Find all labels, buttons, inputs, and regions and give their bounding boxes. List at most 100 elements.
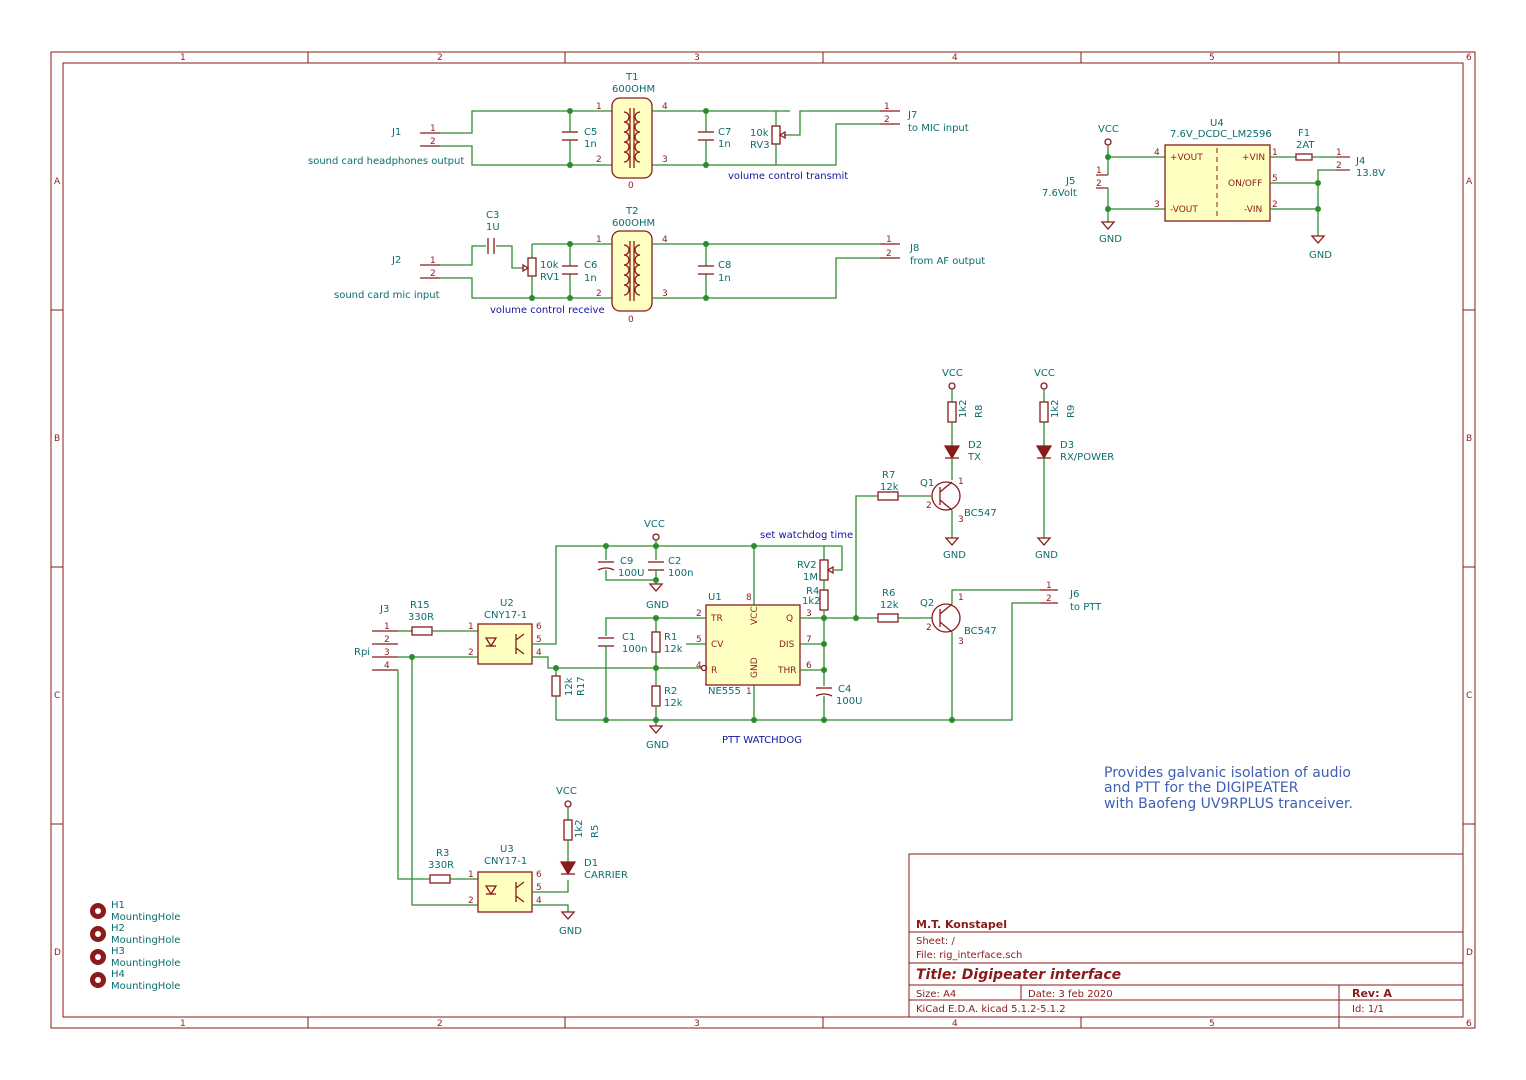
r1-ref: R1 — [664, 632, 677, 643]
svg-text:2: 2 — [884, 115, 890, 125]
svg-text:0: 0 — [628, 315, 634, 325]
svg-text:GND: GND — [943, 550, 966, 561]
revision: Rev: A — [1352, 987, 1392, 1000]
r5-resistor — [563, 819, 573, 841]
svg-text:GND: GND — [750, 657, 760, 678]
author: M.T. Konstapel — [916, 918, 1007, 931]
col-label: 5 — [1209, 53, 1215, 63]
col-label: 2 — [437, 53, 443, 63]
r2-val: 12k — [664, 698, 683, 709]
net-set-watchdog-time: set watchdog time — [760, 530, 853, 541]
u2-optocoupler — [477, 623, 533, 665]
svg-text:5: 5 — [536, 635, 542, 645]
r17-ref: R17 — [576, 676, 587, 696]
col-label: 1 — [180, 1019, 186, 1029]
j6-ref: J6 — [1069, 589, 1079, 600]
title-block: M.T. Konstapel Sheet: / File: rig_interf… — [908, 853, 1464, 1018]
tool-version: KiCad E.D.A. kicad 5.1.2-5.1.2 — [916, 1004, 1066, 1015]
svg-text:3: 3 — [958, 637, 964, 647]
u2-ref: U2 — [500, 598, 514, 609]
svg-text:and PTT for the DIGIPEATER: and PTT for the DIGIPEATER — [1104, 780, 1299, 796]
row-label: D — [54, 948, 61, 958]
r4-ref: R4 — [806, 586, 819, 597]
svg-text:1: 1 — [468, 870, 474, 880]
q2-transistor — [931, 603, 961, 633]
svg-text:1: 1 — [1096, 166, 1102, 176]
sheet-frame — [50, 51, 1476, 1029]
svg-text:2: 2 — [596, 155, 602, 165]
svg-text:VCC: VCC — [750, 606, 760, 625]
c4-val: 100U — [836, 696, 862, 707]
svg-text:VCC: VCC — [556, 786, 577, 797]
led-tx-section: VCC 1k2 R8 D2 TX GND Q1 BC547 123 R7 12k — [855, 368, 997, 618]
svg-text:with Baofeng UV9RPLUS tranceiv: with Baofeng UV9RPLUS tranceiver. — [1104, 796, 1353, 812]
svg-text:Q: Q — [786, 614, 793, 624]
r8-resistor — [947, 401, 957, 423]
svg-text:2: 2 — [468, 648, 474, 658]
svg-text:VCC: VCC — [1034, 368, 1055, 379]
r3-ref: R3 — [436, 848, 449, 859]
r7-val: 12k — [880, 482, 899, 493]
c9-ref: C9 — [620, 556, 633, 567]
svg-text:7: 7 — [806, 635, 812, 645]
col-label: 5 — [1209, 1019, 1215, 1029]
svg-text:2: 2 — [1336, 161, 1342, 171]
row-label: D — [1466, 948, 1473, 958]
svg-text:1: 1 — [1272, 148, 1278, 158]
c2-ref: C2 — [668, 556, 681, 567]
col-label: 3 — [694, 1019, 700, 1029]
q2-val: BC547 — [964, 626, 997, 637]
audio-transmit-section: J1 12 sound card headphones output C5 1n… — [308, 72, 969, 191]
svg-text:1: 1 — [430, 124, 436, 134]
r17-val: 12k — [564, 677, 575, 696]
c3-ref: C3 — [486, 210, 499, 221]
col-label: 2 — [437, 1019, 443, 1029]
svg-text:R: R — [711, 666, 717, 676]
svg-text:1: 1 — [958, 593, 964, 603]
u4-val: 7.6V_DCDC_LM2596 — [1170, 129, 1272, 140]
j1-ref: J1 — [391, 127, 401, 138]
svg-text:GND: GND — [1035, 550, 1058, 561]
h1-ref: H1 — [111, 900, 125, 911]
gnd-label: GND — [1099, 234, 1122, 245]
j3-ref: J3 — [379, 604, 389, 615]
c3-val: 1U — [486, 222, 500, 233]
r7-ref: R7 — [882, 470, 895, 481]
r15-resistor — [411, 626, 433, 636]
u1-ne555-timer — [705, 604, 801, 686]
svg-text:2: 2 — [1272, 200, 1278, 210]
r5-ref: R5 — [590, 825, 601, 838]
sheet-number: Sheet: / — [916, 936, 955, 947]
svg-text:THR: THR — [777, 666, 797, 676]
c8-ref: C8 — [718, 260, 731, 271]
q1-ref: Q1 — [920, 478, 934, 489]
svg-text:-VOUT: -VOUT — [1170, 205, 1198, 215]
rv3-ref: RV3 — [750, 140, 770, 151]
svg-text:+VOUT: +VOUT — [1170, 153, 1203, 163]
j4-ref: J4 — [1355, 156, 1365, 167]
c7-ref: C7 — [718, 127, 731, 138]
h1-val: MountingHole — [111, 912, 180, 923]
svg-text:5: 5 — [1272, 174, 1278, 184]
r17-resistor — [551, 675, 561, 697]
c9-val: 100U — [618, 568, 644, 579]
opto-section: 12 34 J3 Rpi R15 330R U2 CNY17-1 12 654 … — [354, 598, 628, 937]
u2-val: CNY17-1 — [484, 610, 527, 621]
h2-val: MountingHole — [111, 935, 180, 946]
j7-label: to MIC input — [908, 123, 969, 134]
r9-ref: R9 — [1066, 405, 1077, 418]
t2-transformer — [611, 230, 653, 312]
svg-text:4: 4 — [536, 896, 542, 906]
c6-ref: C6 — [584, 260, 597, 271]
col-label: 1 — [180, 53, 186, 63]
svg-text:1: 1 — [884, 102, 890, 112]
svg-text:3: 3 — [662, 155, 668, 165]
svg-text:2: 2 — [1046, 594, 1052, 604]
r7-resistor — [877, 491, 899, 501]
d1-ref: D1 — [584, 858, 598, 869]
d2-val: TX — [967, 452, 981, 463]
c4-ref: C4 — [838, 684, 851, 695]
row-label: C — [54, 691, 60, 701]
net-volume-transmit: volume control transmit — [728, 171, 848, 182]
